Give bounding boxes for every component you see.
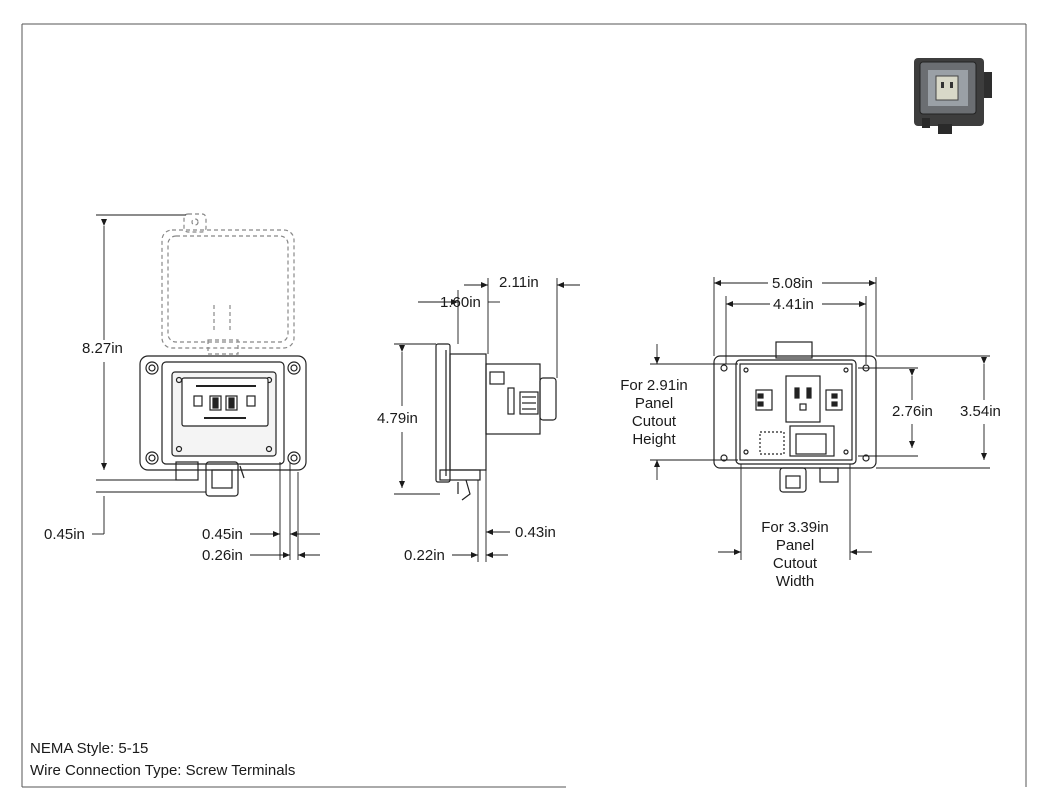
- side-view: [435, 343, 557, 501]
- dim-front-flange-a: 0.45in: [202, 526, 243, 543]
- dim-rear-inner-height: 2.76in: [892, 403, 933, 420]
- dim-side-total-depth: 2.11in: [499, 274, 539, 291]
- cutout-width-line-4: Width: [775, 573, 815, 590]
- dim-rear-total-width: 5.08in: [772, 275, 813, 292]
- rear-view: [713, 341, 877, 493]
- dim-side-height: 4.79in: [377, 410, 418, 427]
- dim-rear-total-height: 3.54in: [960, 403, 1001, 420]
- wire-connection-note: Wire Connection Type: Screw Terminals: [30, 762, 296, 779]
- side-dimension-lines: [394, 278, 580, 562]
- cutout-width-line-3: Cutout: [772, 555, 818, 572]
- front-dimension-lines: [92, 214, 320, 560]
- cutout-width-line-2: Panel: [775, 537, 815, 554]
- cutout-height-line-2: Panel: [634, 395, 674, 412]
- dim-side-base: 0.22in: [404, 547, 445, 564]
- cutout-width-line-1: For 3.39in: [761, 519, 829, 536]
- dim-front-flange-b: 0.26in: [202, 547, 243, 564]
- dim-side-flange-depth: 1.60in: [440, 294, 481, 311]
- dim-side-lip: 0.43in: [515, 524, 556, 541]
- front-view: [139, 213, 307, 497]
- cutout-height-line-4: Height: [632, 431, 676, 448]
- cutout-height-line-1: For 2.91in: [620, 377, 688, 394]
- cutout-height-line-3: Cutout: [631, 413, 677, 430]
- rear-dimension-lines: [650, 277, 990, 560]
- dim-front-bottom-offset: 0.45in: [44, 526, 85, 543]
- cutout-width-label: For 3.39in Panel Cutout Width: [750, 519, 840, 591]
- drawing-frame: [21, 23, 1027, 788]
- dim-rear-inner-width: 4.41in: [773, 296, 814, 313]
- dim-front-total-height: 8.27in: [82, 340, 123, 357]
- nema-style-note: NEMA Style: 5-15: [30, 740, 149, 757]
- product-render-thumbnail: [914, 58, 992, 134]
- cutout-height-label: For 2.91in Panel Cutout Height: [610, 377, 698, 449]
